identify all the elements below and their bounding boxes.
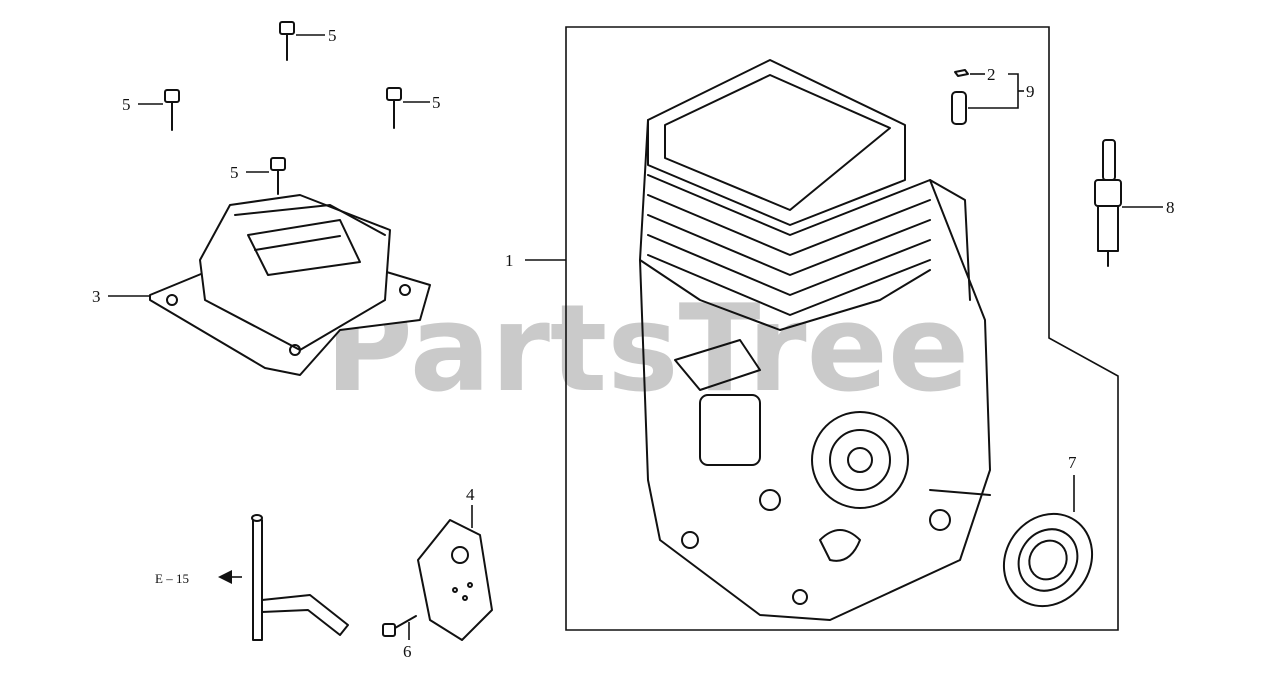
plate-icon — [417, 519, 493, 641]
assembly-boundary — [565, 26, 1119, 631]
callout-1[interactable]: 1 — [505, 251, 514, 270]
spark-plug-icon — [1094, 139, 1122, 267]
tube-icon — [251, 514, 349, 641]
bolt-icon — [164, 21, 402, 195]
callout-5c[interactable]: 5 — [432, 93, 441, 112]
callout-6[interactable]: 6 — [403, 642, 412, 661]
callout-2[interactable]: 2 — [987, 65, 996, 84]
engine-block-icon — [639, 59, 991, 621]
seal-icon — [1002, 512, 1094, 608]
pin-icon — [951, 69, 969, 125]
bolt-icon — [382, 615, 417, 637]
callout-8[interactable]: 8 — [1166, 198, 1175, 217]
callout-4[interactable]: 4 — [466, 485, 475, 504]
callout-7[interactable]: 7 — [1068, 453, 1077, 472]
callout-5a[interactable]: 5 — [328, 26, 337, 45]
callout-5d[interactable]: 5 — [230, 163, 239, 182]
watermark: PartsTree — [325, 280, 969, 419]
bracket-9 — [1008, 73, 1019, 109]
cover-icon — [149, 194, 431, 376]
reference-arrow — [218, 570, 242, 584]
callout-9[interactable]: 9 — [1026, 82, 1035, 101]
reference-label[interactable]: E – 15 — [155, 571, 189, 586]
callout-3[interactable]: 3 — [92, 287, 101, 306]
callout-5b[interactable]: 5 — [122, 95, 131, 114]
